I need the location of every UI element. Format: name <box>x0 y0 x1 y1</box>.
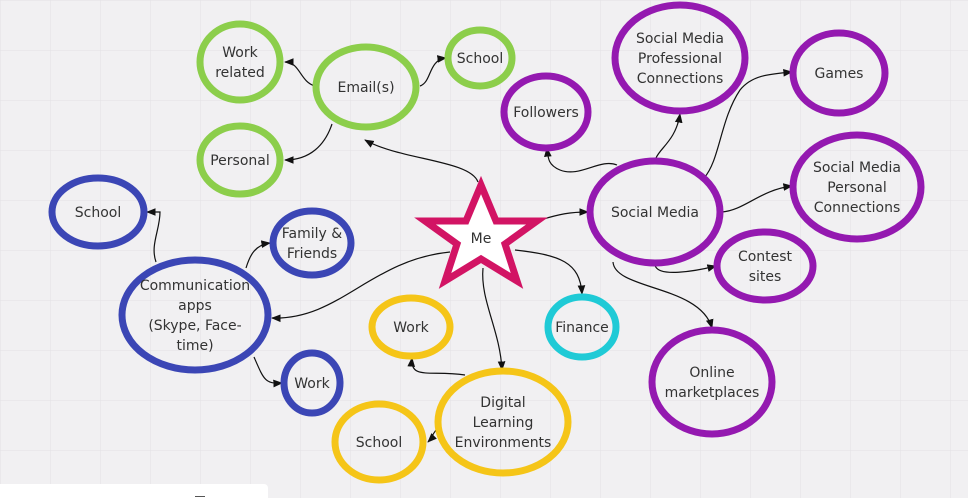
node-label-games: Games <box>815 66 864 82</box>
node-label-line: School <box>356 435 402 451</box>
node-emails[interactable]: Email(s) <box>312 43 420 131</box>
node-label-line: Connections <box>637 71 724 87</box>
node-label-line: Communication <box>140 278 250 294</box>
connector-sm-contest <box>654 261 717 273</box>
node-label-work-related: Work related <box>215 45 265 81</box>
node-label-line: Digital <box>480 395 525 411</box>
connector-sm-followers <box>544 147 618 173</box>
node-label-line: Online <box>689 365 734 381</box>
connector-emails-personal <box>284 123 333 164</box>
node-contest-sites[interactable]: Contest sites <box>713 228 817 304</box>
node-label-school-email: School <box>457 51 503 67</box>
node-label-line: Professional <box>638 51 722 67</box>
connector-me-finance <box>514 249 586 295</box>
node-label-me: Me <box>471 231 492 247</box>
connector-emails-school <box>419 55 447 87</box>
connector-emails-workrelated <box>284 58 316 87</box>
node-label-line: Work <box>222 45 258 61</box>
node-label-family: Family & Friends <box>282 226 342 262</box>
node-label-line: Learning <box>473 415 534 431</box>
connectors <box>146 55 793 443</box>
node-social-media[interactable]: Social Media <box>586 157 724 267</box>
node-label-line: (Skype, Face- <box>148 318 241 334</box>
connector-sm-smpro <box>655 113 683 159</box>
node-label-personal: Personal <box>210 153 270 169</box>
connector-me-emails <box>364 139 479 183</box>
node-label-line: Family & <box>282 226 342 242</box>
node-label-line: Social Media <box>636 31 724 47</box>
node-school-dle[interactable]: School <box>331 400 427 484</box>
star-icon <box>414 175 548 289</box>
node-label-comm-apps: Communication apps (Skype, Face-time) <box>140 278 250 354</box>
node-label-line: apps <box>178 298 212 314</box>
node-label-online: Online marketplaces <box>665 365 760 401</box>
node-work-dle[interactable]: Work <box>368 294 454 360</box>
connector-sm-smpersonal <box>721 183 793 213</box>
node-label-line: Personal <box>210 153 270 169</box>
node-label-line: Friends <box>287 246 337 262</box>
node-label-line: Games <box>815 66 864 82</box>
node-label-emails: Email(s) <box>337 80 394 96</box>
node-label-line: Environments <box>455 435 552 451</box>
node-label-line: Me <box>471 231 492 247</box>
node-label-work-comm: Work <box>294 376 330 392</box>
node-label-line: Contest <box>738 249 793 265</box>
connector-sm-online <box>612 261 714 329</box>
node-label-line: School <box>457 51 503 67</box>
node-label-finance: Finance <box>555 320 609 336</box>
node-online-marketplaces[interactable]: Online marketplaces <box>648 326 776 438</box>
node-label-line: marketplaces <box>665 385 760 401</box>
node-personal[interactable]: Personal <box>196 122 284 198</box>
connector-me-dle <box>482 267 506 371</box>
node-family-friends[interactable]: Family & Friends <box>269 207 355 279</box>
node-label-line: Finance <box>555 320 609 336</box>
connector-commapps-work <box>253 356 283 388</box>
node-label-line: Work <box>294 376 330 392</box>
node-label-work-dle: Work <box>393 320 429 336</box>
connector-me-commapps <box>271 251 451 323</box>
node-label-contest: Contest sites <box>738 249 793 285</box>
node-games[interactable]: Games <box>789 29 889 117</box>
node-school-comm[interactable]: School <box>48 174 148 250</box>
node-label-line: Email(s) <box>337 80 394 96</box>
node-label-line: time) <box>176 338 213 354</box>
connector-commapps-family <box>245 240 271 269</box>
node-label-school-comm: School <box>75 205 121 221</box>
node-label-line: Followers <box>513 105 579 121</box>
node-label-line: Social Media <box>611 205 699 221</box>
connector-dle-work <box>407 357 466 376</box>
node-school-email[interactable]: School <box>444 26 516 90</box>
toolbar-mark <box>195 496 205 497</box>
node-label-line: sites <box>749 269 782 285</box>
node-work-related[interactable]: Work related <box>196 20 284 104</box>
node-label-line: Work <box>393 320 429 336</box>
node-communication-apps[interactable]: Communication apps (Skype, Face-time) <box>118 256 272 374</box>
bottom-toolbar <box>0 484 268 498</box>
node-label-school-dle: School <box>356 435 402 451</box>
node-me-star[interactable]: Me <box>414 175 548 289</box>
node-followers[interactable]: Followers <box>500 72 592 152</box>
node-label-line: Personal <box>827 180 887 196</box>
node-label-line: Connections <box>814 200 901 216</box>
connector-commapps-school <box>146 208 161 263</box>
node-label-line: Social Media <box>813 160 901 176</box>
node-label-line: related <box>215 65 265 81</box>
node-label-line: School <box>75 205 121 221</box>
connector-sm-games <box>703 68 793 179</box>
node-finance[interactable]: Finance <box>544 293 620 361</box>
node-label-followers: Followers <box>513 105 579 121</box>
node-work-comm[interactable]: Work <box>280 349 344 417</box>
node-label-social-media: Social Media <box>611 205 699 221</box>
